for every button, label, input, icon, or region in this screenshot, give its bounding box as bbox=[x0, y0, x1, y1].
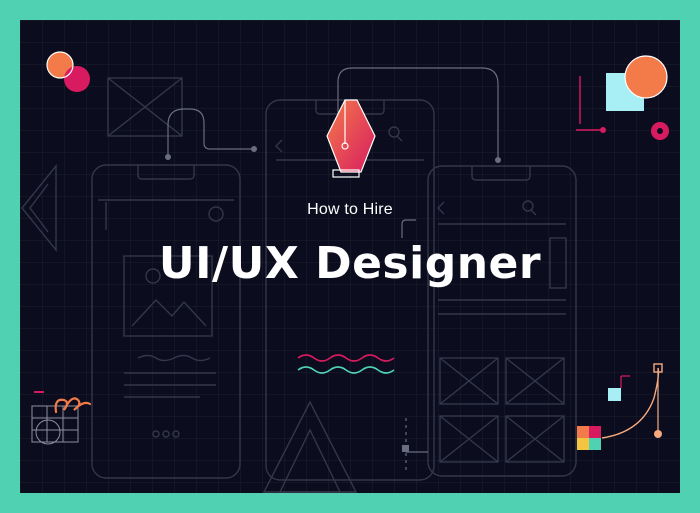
wireframe-phone-icon bbox=[91, 164, 241, 479]
wireframe-illustration bbox=[21, 51, 669, 493]
banner-panel: How to Hire UI/UX Designer bbox=[20, 20, 680, 493]
page-title: UI/UX Designer bbox=[158, 238, 542, 289]
color-palette-icon bbox=[577, 426, 601, 450]
pen-tool-icon bbox=[326, 99, 376, 178]
subtitle: How to Hire bbox=[307, 201, 393, 218]
bezier-curve-icon bbox=[601, 363, 663, 439]
image-placeholder-icon bbox=[439, 357, 565, 463]
